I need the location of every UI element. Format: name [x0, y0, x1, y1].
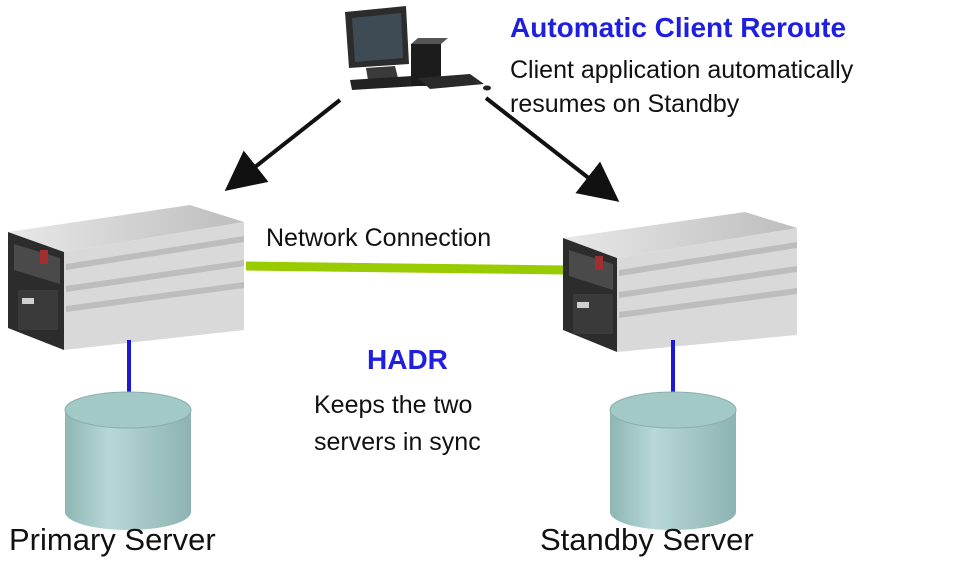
standby-server-label: Standby Server: [540, 522, 754, 557]
primary-database-icon: [64, 391, 192, 530]
hadr-title: HADR: [367, 344, 448, 375]
acr-desc-line1: Client application automatically: [510, 56, 854, 84]
arrow-to-primary: [224, 98, 342, 191]
primary-server-label: Primary Server: [9, 522, 216, 557]
client-computer-icon: [345, 6, 491, 91]
arrow-to-standby: [484, 96, 620, 202]
network-connection-label: Network Connection: [266, 224, 492, 252]
standby-database-icon: [609, 391, 737, 530]
network-connection-line: [245, 261, 566, 275]
hadr-desc-line1: Keeps the two: [314, 391, 473, 419]
acr-desc-line2: resumes on Standby: [510, 90, 740, 118]
hadr-desc-line2: servers in sync: [314, 428, 481, 456]
primary-server-icon: [8, 205, 244, 350]
standby-server-icon: [563, 212, 797, 352]
acr-title: Automatic Client Reroute: [510, 12, 847, 43]
